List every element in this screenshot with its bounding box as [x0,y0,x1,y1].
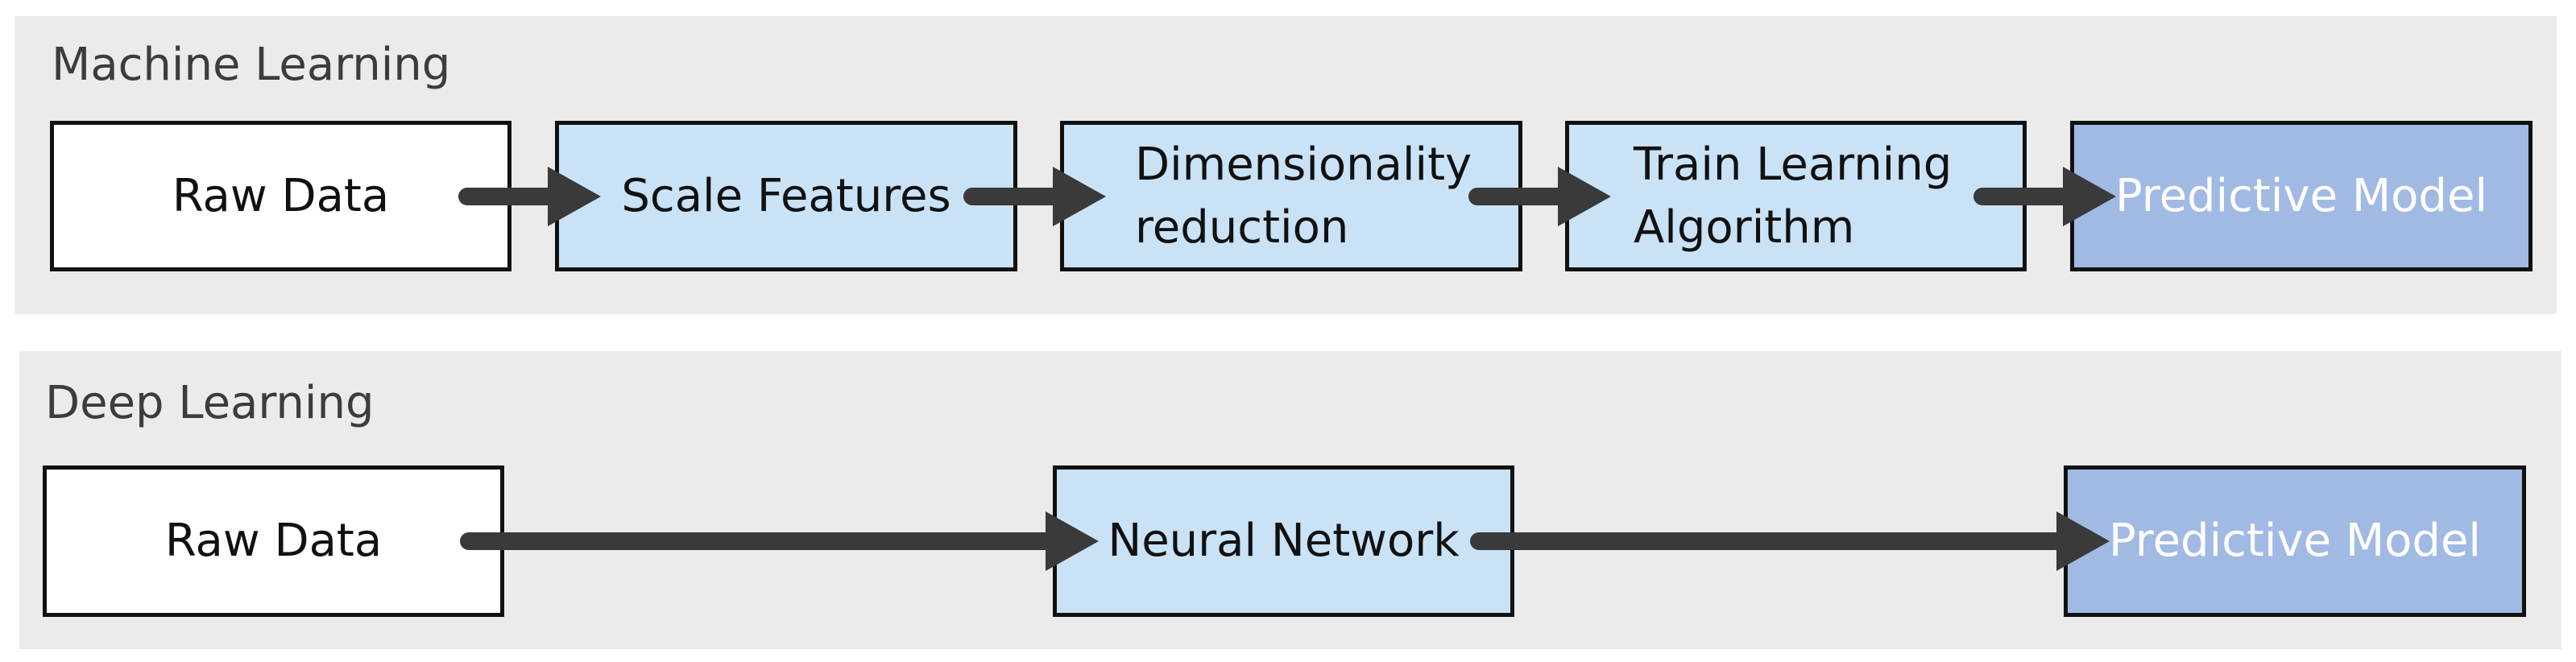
train-learning-algorithm-label: Train Learning Algorithm [1634,138,1953,254]
raw-data-label: Raw Data [164,515,383,567]
raw-data-box: Raw Data [43,465,504,617]
predictive-model-box: Predictive Model [2070,121,2533,271]
panel-title: Deep Learning [45,377,375,429]
scale-features-label: Scale Features [621,169,951,222]
train-learning-algorithm-box: Train Learning Algorithm [1565,121,2027,271]
neural-network-label: Neural Network [1108,515,1460,567]
panel-title: Machine Learning [52,39,451,91]
dimensionality-reduction-box: Dimensionality reduction [1060,121,1522,271]
neural-network-box: Neural Network [1053,465,1514,617]
raw-data-box: Raw Data [50,121,511,271]
predictive-model-label: Predictive Model [2115,169,2487,222]
predictive-model-box: Predictive Model [2064,465,2526,617]
predictive-model-label: Predictive Model [2109,515,2481,567]
raw-data-label: Raw Data [172,169,390,222]
scale-features-box: Scale Features [555,121,1017,271]
dimensionality-reduction-label: Dimensionality reduction [1135,138,1472,254]
